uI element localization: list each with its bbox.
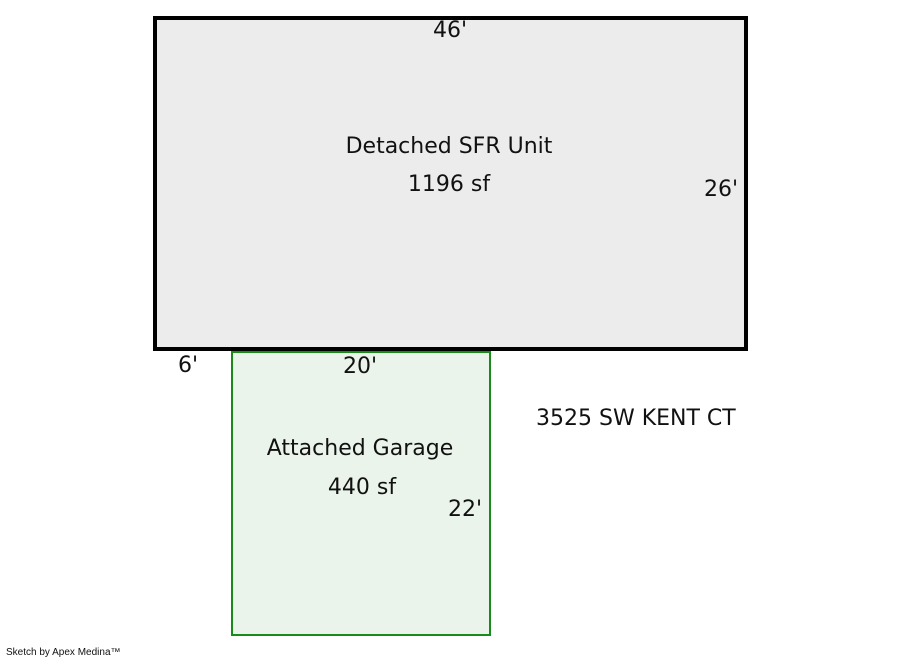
garage-top-dimension: 20'	[342, 354, 378, 379]
house-label: Detached SFR Unit	[345, 134, 553, 159]
garage-area: 440 sf	[327, 475, 397, 500]
house-area: 1196 sf	[407, 172, 491, 197]
house-top-dimension: 46'	[432, 18, 468, 43]
garage-right-dimension: 22'	[448, 497, 483, 522]
garage-offset-dimension: 6'	[178, 353, 199, 378]
property-address: 3525 SW KENT CT	[536, 406, 736, 431]
garage-label: Attached Garage	[266, 436, 454, 461]
house-right-dimension: 26'	[704, 177, 739, 202]
house-outline	[153, 16, 748, 351]
garage-outline	[231, 351, 491, 636]
sketch-credit: Sketch by Apex Medina™	[6, 647, 121, 658]
